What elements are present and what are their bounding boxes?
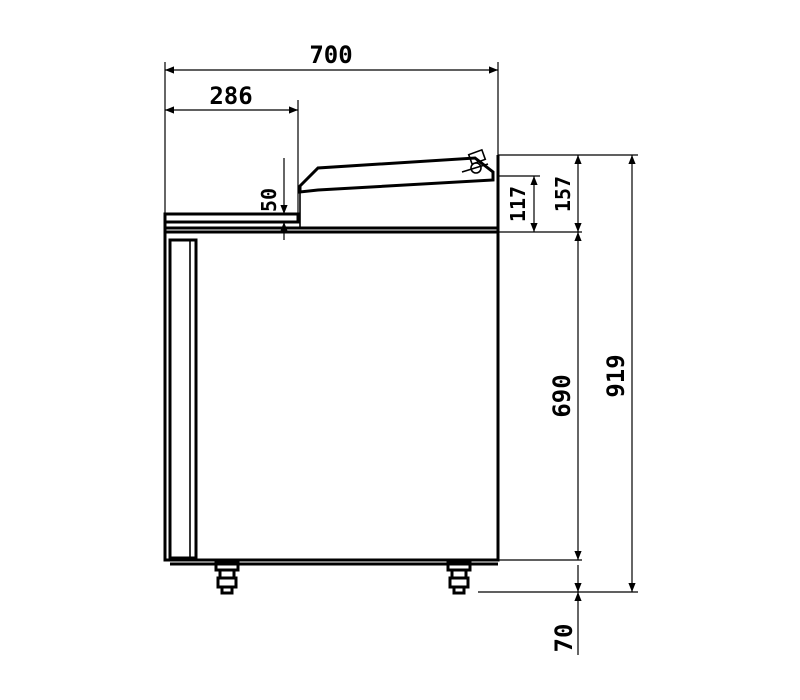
cabinet-body — [163, 230, 500, 562]
dimension-shelf-thickness: 50 — [257, 158, 298, 240]
label-total-depth: 700 — [309, 41, 352, 69]
front-leg — [214, 560, 240, 595]
lid-body — [298, 156, 495, 194]
dimension-shelf-depth: 286 — [165, 82, 299, 214]
top-shelf — [163, 212, 300, 224]
dimension-total-depth: 700 — [164, 41, 499, 214]
unit-outline — [163, 148, 500, 566]
label-lid-height-inner: 117 — [506, 186, 530, 222]
dimension-total-height: 919 — [478, 155, 638, 593]
hinge-icon — [461, 148, 489, 174]
label-shelf-depth: 286 — [209, 82, 252, 110]
label-shelf-thickness: 50 — [257, 188, 281, 212]
label-lid-height-outer: 157 — [551, 176, 575, 212]
label-leg-height: 70 — [550, 624, 578, 653]
dimension-leg-height: 70 — [550, 565, 582, 655]
rear-leg — [446, 560, 472, 595]
door-panel — [168, 238, 198, 560]
dimension-cabinet-height: 690 — [498, 232, 582, 561]
label-cabinet-height: 690 — [548, 374, 576, 417]
dimension-lid-heights: 117 157 — [498, 154, 638, 233]
label-total-height: 919 — [602, 354, 630, 397]
